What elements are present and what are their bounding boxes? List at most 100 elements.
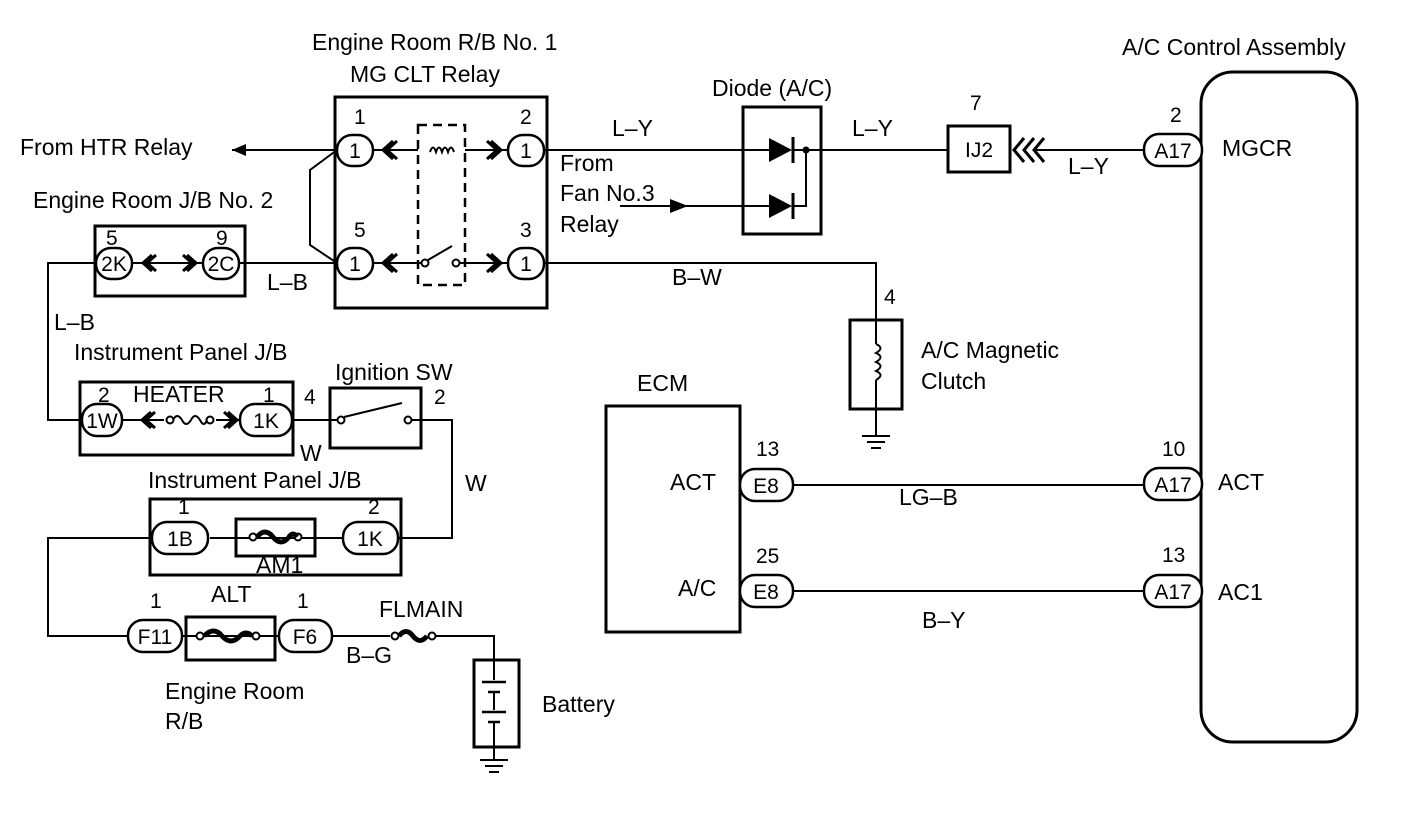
fl-main-label: FLMAIN [379,596,463,622]
assy-ac1-label: AC1 [1218,579,1263,605]
engine-room-rb-label-line1: Engine Room [165,678,304,704]
ij2-pin-7: 7 [970,92,982,115]
connector-e8-act [738,467,795,503]
fl-main-fuse-icon [397,629,429,643]
relay-connector-3-label: 1 [520,253,532,276]
ignition-switch-blade [343,402,403,418]
diode-box [741,105,823,236]
ip2-connector-1b-label: 1B [167,528,193,551]
wire-label-ly-1: L–Y [612,115,653,141]
ignition-contact-a [336,415,346,425]
arrow-right-icon [670,199,688,213]
jb2-pin-5: 5 [106,227,118,250]
connector-a17-act-label: A17 [1154,474,1191,497]
connector-f11-label: F11 [138,626,173,649]
assy-pin-13: 13 [1162,544,1185,567]
wire-label-lgb: LG–B [899,484,958,510]
relay-switch-contact-a [420,258,430,268]
arrow-left-icon [232,144,246,156]
ip2-pin-1: 1 [178,496,190,519]
assy-act-label: ACT [1218,469,1264,495]
from-fan-relay-line2: Fan No.3 [560,180,655,206]
wire-label-ly-3: L–Y [1068,153,1109,179]
relay-pin-1: 1 [354,106,366,129]
jb2-title: Engine Room J/B No. 2 [33,187,273,213]
ip-jb-title: Instrument Panel J/B [74,339,288,365]
wire-label-bw: B–W [672,264,722,290]
wire-label-w-2: W [465,470,487,496]
wire-label-ly-2: L–Y [852,115,893,141]
battery-label: Battery [542,691,615,717]
ip2-connector-1k [341,520,400,556]
relay-connector-1-label: 1 [349,140,361,163]
relay-dashed-outline [416,123,467,287]
alt-fuse-box [184,615,277,662]
relay-connector-5-label: 1 [349,253,361,276]
ecm-act-label: ACT [670,469,716,495]
relay-name: MG CLT Relay [350,61,500,87]
ecm-title: ECM [637,370,688,396]
battery-ground-icon [480,759,508,773]
connector-a17-ac1-label: A17 [1154,581,1191,604]
ecm-box [604,404,742,634]
ip-jb-title-2: Instrument Panel J/B [148,467,362,493]
magnetic-clutch-label-line1: A/C Magnetic [921,337,1059,363]
relay-box [333,95,549,310]
relay-connector-2-label: 1 [520,140,532,163]
jb2-connector-2c-label: 2C [208,253,235,276]
ignition-sw-title: Ignition SW [335,359,453,385]
from-htr-relay-label: From HTR Relay [20,134,193,160]
relay-coil-icon [429,146,455,156]
wire-label-lb-2: L–B [54,309,95,335]
relay-pin-2: 2 [520,106,532,129]
battery-box [472,658,521,749]
connector-a17-mgcr-label: A17 [1154,140,1191,163]
assy-pin-10: 10 [1162,438,1185,461]
ecm-pin-25: 25 [756,545,779,568]
connector-a17-mgcr [1142,132,1204,168]
ip-pin-1: 1 [263,384,275,407]
ac-control-assembly-box [1199,70,1359,744]
relay-pin-3: 3 [520,219,532,242]
ip2-connector-1k-label: 1K [357,528,383,551]
wire-label-bg: B–G [346,642,392,668]
ip-connector-1w-label: 1W [86,410,118,433]
ignition-switch-box [328,386,423,450]
relay-switch-contact-b [451,258,461,268]
assy-pin-2: 2 [1170,104,1182,127]
from-fan-relay-line3: Relay [560,211,619,237]
ac-assembly-title: A/C Control Assembly [1122,34,1346,60]
am1-fuse-box [234,517,317,558]
connector-f6-label: F6 [293,626,318,649]
alt-pin-1a: 1 [150,590,162,613]
diode-2-icon [769,194,792,218]
assy-mgcr-label: MGCR [1222,135,1292,161]
connector-ij2 [946,124,1012,174]
relay-pin-5: 5 [354,219,366,242]
relay-box-title: Engine Room R/B No. 1 [312,29,557,55]
engine-room-rb-label-line2: R/B [165,708,203,734]
connector-f11 [126,618,184,654]
am1-fuse-icon [255,529,300,545]
ecm-ac-label: A/C [678,575,716,601]
ignition-pin-2: 2 [434,386,446,409]
heater-fuse-label: HEATER [133,381,225,407]
ip-connector-1w [80,402,124,438]
connector-e8-act-label: E8 [753,475,779,498]
connector-ij2-label: IJ2 [965,139,993,162]
magnetic-clutch-coil-icon [873,343,882,381]
heater-fuse-icon [172,415,208,425]
alt-fuse-icon [202,628,254,644]
wire-label-w-1: W [300,440,322,466]
ignition-pin-4: 4 [304,386,316,409]
magnetic-clutch-label-line2: Clutch [921,368,986,394]
wire-label-by: B–Y [922,607,965,633]
clutch-pin-4: 4 [884,286,896,309]
connector-e8-ac-label: E8 [753,581,779,604]
diode-1-icon [769,138,792,162]
ecm-pin-13: 13 [756,438,779,461]
ip2-pin-2: 2 [368,496,380,519]
am1-fuse-label: AM1 [256,552,303,578]
wire-label-lb-1: L–B [267,269,308,295]
diode-title: Diode (A/C) [712,75,832,101]
